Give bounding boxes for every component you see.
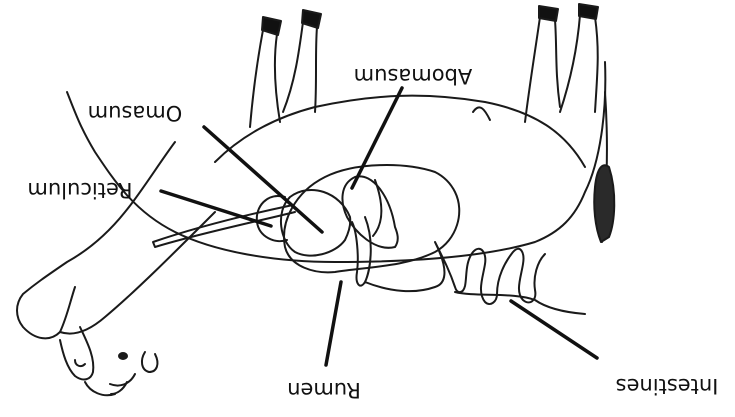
cow-hump — [473, 107, 490, 120]
front-leg-1 — [283, 22, 317, 112]
tail-switch — [594, 165, 614, 242]
cow-eye — [119, 353, 127, 359]
abomasum-leader-line — [352, 88, 402, 188]
cow-muzzle — [60, 327, 93, 379]
cow-ear — [142, 352, 158, 372]
cow-chin — [85, 382, 127, 395]
hoof-front-2 — [262, 17, 281, 35]
cow-horn — [110, 374, 135, 386]
reticulum-leader-line — [161, 191, 271, 226]
cow-nostril — [75, 360, 85, 366]
hind-leg-2 — [525, 17, 560, 122]
cow-head — [17, 142, 175, 338]
omasum-leader-line — [204, 127, 322, 232]
label-intestines: Intestines — [616, 374, 719, 398]
hoof-front-1 — [302, 10, 321, 28]
label-rumen: Rumen — [287, 378, 361, 402]
hind-leg-1 — [560, 15, 598, 112]
rumen-leader-line — [326, 282, 341, 365]
hoof-hind-1 — [579, 4, 598, 19]
hoof-hind-2 — [539, 6, 558, 21]
label-omasum: Omasum — [88, 101, 183, 125]
label-reticulum: Reticulum — [27, 178, 132, 202]
front-leg-2 — [250, 30, 280, 127]
cow-belly-outline — [215, 96, 585, 167]
omasum-shape — [281, 190, 350, 256]
cow-body-outline — [67, 62, 605, 262]
label-abomasum: Abomasum — [354, 64, 473, 88]
